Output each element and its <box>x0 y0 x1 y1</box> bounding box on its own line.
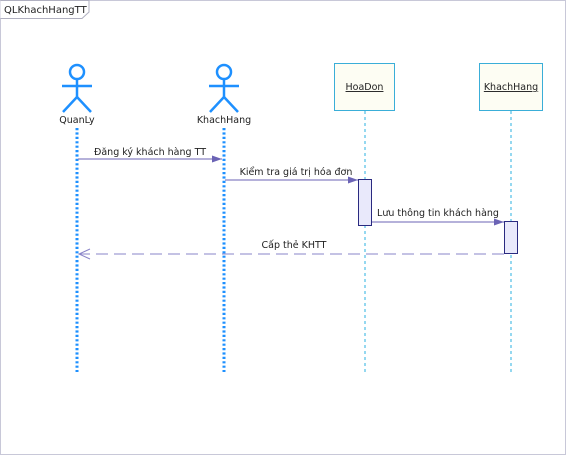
message-label: Kiểm tra giá trị hóa đơn <box>240 167 353 178</box>
stick-figure-icon <box>209 63 239 113</box>
open-arrowhead-icon <box>77 248 91 260</box>
frame-tab <box>0 0 90 19</box>
object-hoadon[interactable]: HoaDon <box>334 63 395 111</box>
object-khachhang[interactable]: KhachHang <box>479 63 543 111</box>
message-luu-thong-tin[interactable]: Lưu thông tin khách hàng <box>372 208 504 226</box>
object-box <box>334 63 395 111</box>
activation-bar-hoadon <box>358 179 372 226</box>
message-dang-ky[interactable]: Đăng ký khách hàng TT <box>78 147 222 163</box>
actor-khachhang[interactable]: KhachHang <box>197 63 251 126</box>
object-label: HoaDon <box>346 82 384 93</box>
frame-title: QLKhachHangTT <box>4 5 88 16</box>
actor-label: QuanLy <box>59 115 95 126</box>
object-label: KhachHang <box>484 82 538 93</box>
message-label: Cấp thẻ KHTT <box>262 240 327 251</box>
stick-figure-icon <box>62 63 92 113</box>
object-box <box>479 63 543 111</box>
actor-quanly[interactable]: QuanLy <box>59 63 95 126</box>
message-label: Lưu thông tin khách hàng <box>377 208 499 219</box>
message-cap-the[interactable]: Cấp thẻ KHTT <box>77 240 504 260</box>
message-kiem-tra[interactable]: Kiểm tra giá trị hóa đơn <box>225 167 358 184</box>
message-label: Đăng ký khách hàng TT <box>94 147 206 158</box>
activation-bar-khachhang <box>504 221 518 254</box>
actor-label: KhachHang <box>197 115 251 126</box>
